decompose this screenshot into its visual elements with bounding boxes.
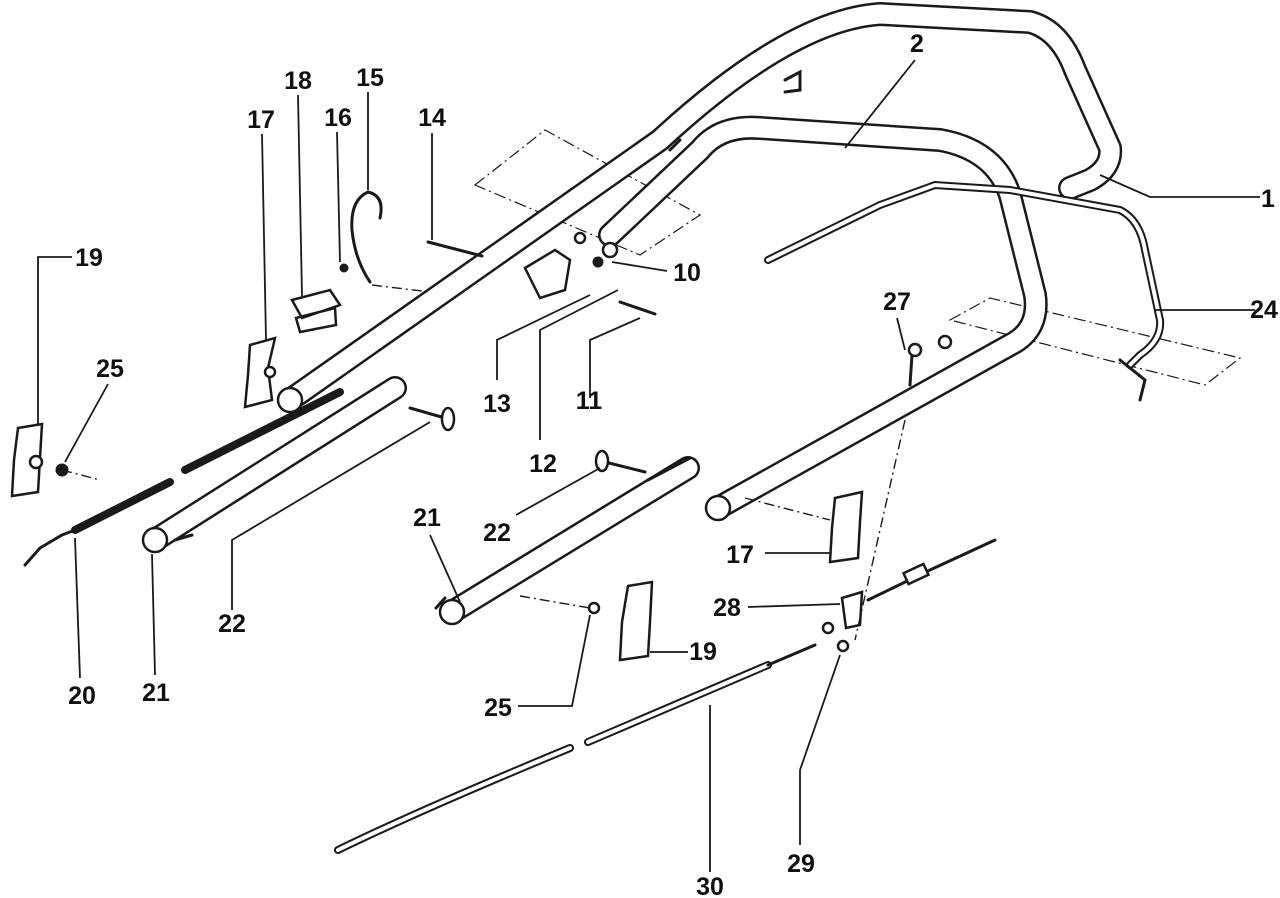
label-17-right: 17 <box>726 541 754 569</box>
assembly-line <box>519 595 591 609</box>
label-29: 29 <box>787 850 815 878</box>
star-knob-17-left <box>243 336 277 409</box>
control-rod <box>764 180 1165 402</box>
bowden-cable-30 <box>334 538 997 854</box>
clamp-bracket <box>523 231 619 300</box>
cable-clip-15 <box>350 190 383 284</box>
label-22-left: 22 <box>218 610 246 638</box>
star-knob-19-left <box>10 422 44 498</box>
label-10: 10 <box>673 259 701 287</box>
label-24: 24 <box>1250 296 1278 324</box>
carriage-bolt-left <box>408 406 456 432</box>
label-17-left: 17 <box>247 106 275 134</box>
cable-bracket-28 <box>840 590 864 630</box>
star-knob-19-right <box>618 580 654 662</box>
bolt-14 <box>426 240 484 258</box>
cable-20 <box>71 478 174 534</box>
label-30: 30 <box>696 873 724 898</box>
star-knob-17-right <box>828 490 864 564</box>
lower-tube-left <box>141 376 407 554</box>
carriage-bolt-right <box>594 449 647 474</box>
label-21-left: 21 <box>142 679 170 707</box>
leader-lines <box>37 59 1260 872</box>
washer-25-right <box>587 601 601 615</box>
nut-29 <box>836 639 850 653</box>
nut-16 <box>339 263 349 273</box>
label-22-right: 22 <box>483 519 511 547</box>
label-25-right: 25 <box>484 694 512 722</box>
label-20: 20 <box>68 682 96 710</box>
label-27: 27 <box>883 288 911 316</box>
upper-handle-bar <box>276 2 1123 414</box>
label-18: 18 <box>284 67 312 95</box>
screw-27 <box>908 353 914 387</box>
label-19-right: 19 <box>689 638 717 666</box>
label-14: 14 <box>418 104 446 132</box>
assembly-line <box>61 469 101 481</box>
label-19-left: 19 <box>75 244 103 272</box>
label-11: 11 <box>576 387 603 415</box>
cable-clip-18 <box>290 288 342 334</box>
assembly-line <box>744 497 831 521</box>
label-21-right: 21 <box>413 504 441 532</box>
lower-handle-bar <box>598 115 1048 522</box>
label-16: 16 <box>324 104 352 132</box>
assembly-line <box>854 419 906 641</box>
label-15: 15 <box>356 64 384 92</box>
bolt-11 <box>618 300 657 316</box>
lower-tube-right <box>434 456 700 626</box>
label-13: 13 <box>483 390 511 418</box>
label-25-left: 25 <box>96 355 124 383</box>
assembly-line <box>371 284 431 293</box>
label-1: 1 <box>1261 185 1275 213</box>
label-28: 28 <box>713 594 741 622</box>
label-2: 2 <box>910 30 924 58</box>
label-12: 12 <box>529 450 557 478</box>
